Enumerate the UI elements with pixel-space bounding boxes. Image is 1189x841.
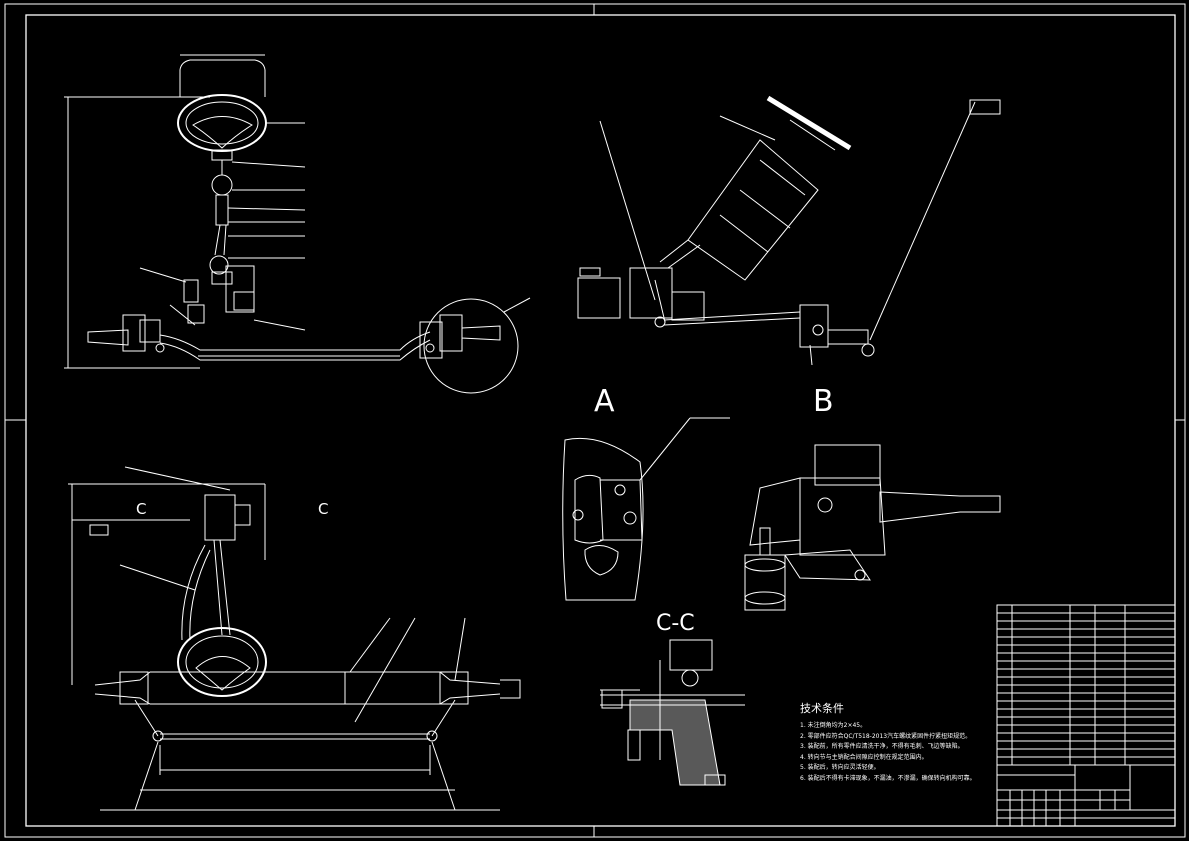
section-label-c-c: C-C [656,611,695,636]
side-view-assembly [577,95,1001,366]
view-label-c-left: C [136,500,147,518]
view-label-c-right: C [318,500,329,518]
title-block [996,764,1176,827]
technical-requirements: 技术条件 1. 未注倒角均为2×45。 2. 零部件应符合QC/T518-201… [800,700,1000,784]
tech-note: 2. 零部件应符合QC/T518-2013汽车螺纹紧固件拧紧扭矩规范。 [800,732,972,740]
view-label-a: A [594,384,615,419]
detail-a [562,417,730,601]
detail-b [744,444,1001,611]
tech-note: 3. 装配前，所有零件应清洗干净，不得有毛刺、飞边等缺陷。 [800,743,964,750]
drawing-frame [4,3,1186,838]
front-view-assembly [64,54,531,394]
tech-note: 6. 装配后不得有卡滞现象，不漏油，不渗漏，确保转向机构可靠。 [800,774,976,782]
parts-list-table [996,604,1176,766]
tech-requirements-title: 技术条件 [800,702,844,715]
tech-note: 1. 未注倒角均为2×45。 [800,722,867,729]
plan-view-assembly [68,466,521,811]
tech-note: 4. 转向节与主销配合间隙应控制在规定范围内。 [800,753,928,761]
tech-note: 5. 装配后，转向应灵活轻便。 [800,764,880,771]
view-label-b: B [813,384,834,419]
section-c-c [600,639,745,786]
